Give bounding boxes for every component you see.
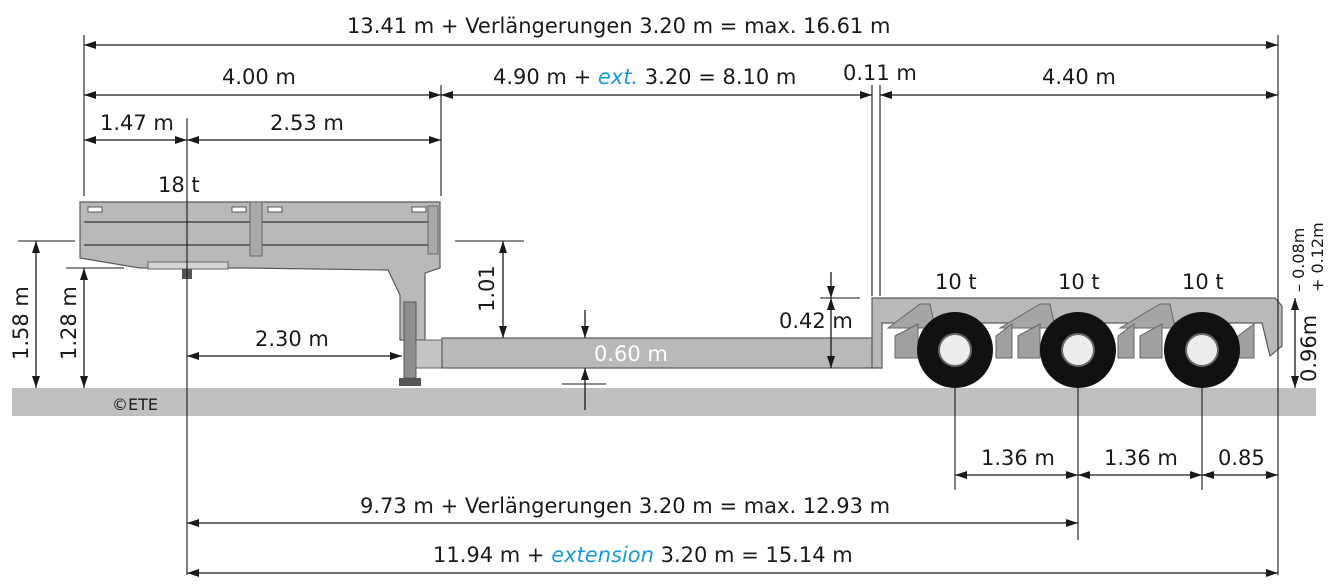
kingpin-rear-label: 2.53 m (270, 111, 344, 135)
gap-label: 0.11 m (843, 61, 917, 85)
copyright-label: ©ETE (112, 395, 158, 414)
well-deck (441, 337, 875, 369)
kingpin-load-label: 18 t (158, 173, 200, 197)
rear-length-label: 4.40 m (1042, 65, 1116, 89)
kingpin-to-axle-label: 9.73 m + Verlängerungen 3.20 m = max. 12… (360, 494, 890, 518)
rear-step-label: 0.42 m (779, 309, 853, 333)
axle-load-2-label: 10 t (1058, 270, 1100, 294)
axle-load-1-label: 10 t (935, 270, 977, 294)
axle-spacing-2-label: 1.36 m (1104, 446, 1178, 470)
wheel-3 (1164, 312, 1240, 388)
axle-load-3-label: 10 t (1182, 270, 1224, 294)
tolerance-plus-label: + 0.12m (1308, 222, 1327, 292)
kingpin-front-label: 1.47 m (100, 111, 174, 135)
kingpin-total-label: 11.94 m + extension 3.20 m = 15.14 m (433, 543, 853, 567)
well-length-label: 4.90 m + ext. 3.20 = 8.10 m (493, 65, 796, 89)
rear-overhang-label: 0.85 (1218, 446, 1265, 470)
tolerance-minus-label: – 0.08m (1289, 228, 1308, 292)
wheel-2 (1040, 312, 1116, 388)
deck-height-label: 0.60 m (594, 342, 668, 366)
axle-spacing-1-label: 1.36 m (981, 446, 1055, 470)
total-height-label: 1.58 m (9, 286, 33, 360)
trailer-body (79, 201, 1283, 388)
horizontal-dimensions (84, 41, 1278, 577)
ground-strip (12, 388, 1316, 416)
well-height-label: 1.01 (475, 265, 499, 312)
landing-leg (403, 301, 417, 379)
rear-deck-height-label: 0.96m (1297, 315, 1321, 382)
overall-length-label: 13.41 m + Verlängerungen 3.20 m = max. 1… (347, 14, 890, 38)
wheel-1 (917, 312, 993, 388)
gooseneck-deck (79, 201, 441, 341)
swing-radius-label: 2.30 m (255, 327, 329, 351)
vertical-dimensions (32, 241, 1299, 410)
fifth-wheel-height-label: 1.28 m (57, 286, 81, 360)
gooseneck-length-label: 4.00 m (222, 65, 296, 89)
